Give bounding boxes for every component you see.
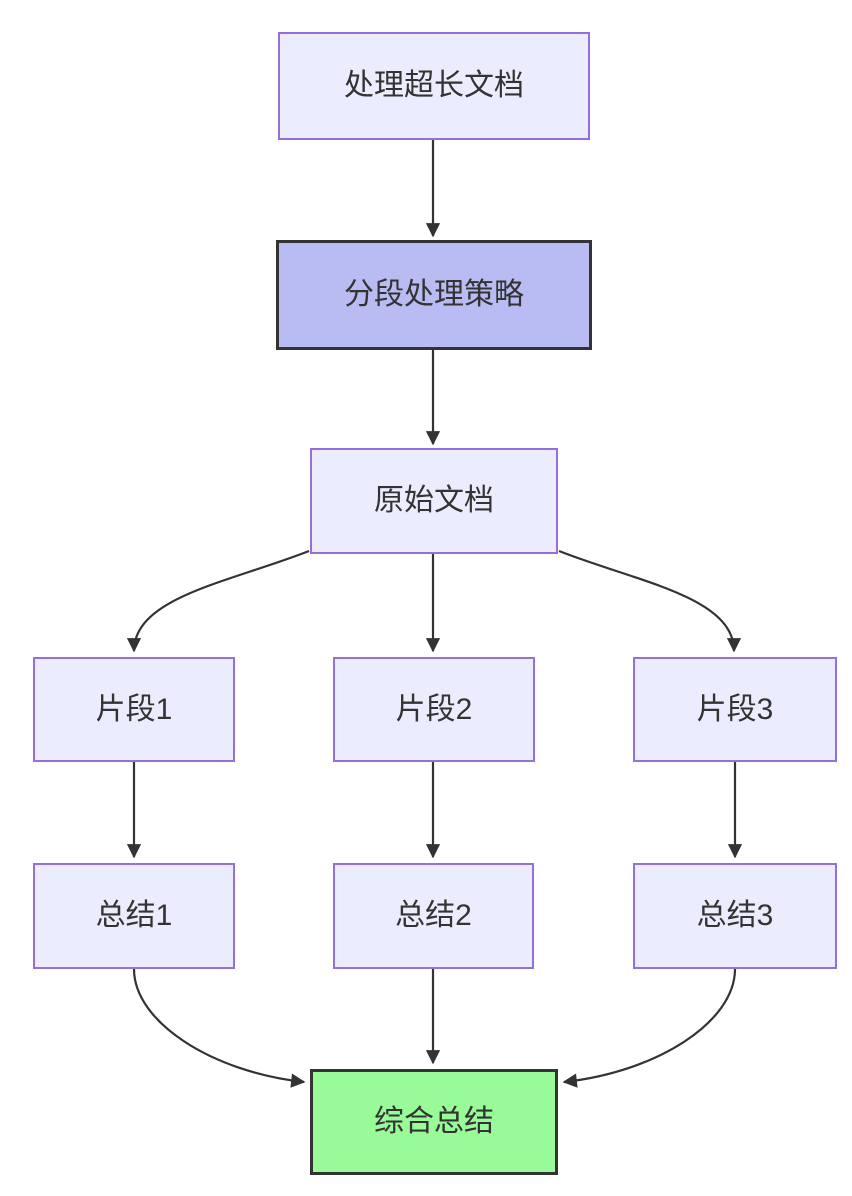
node-fragment-1: 片段1 <box>33 657 235 762</box>
node-summary-3-label: 总结3 <box>696 899 774 932</box>
node-summary-2-label: 总结2 <box>395 899 472 932</box>
node-fragment-3: 片段3 <box>633 657 837 762</box>
node-process-long-doc: 处理超长文档 <box>278 32 590 140</box>
node-summary-1: 总结1 <box>33 863 235 969</box>
node-original-doc: 原始文档 <box>310 448 558 554</box>
node-summary-3: 总结3 <box>633 863 837 969</box>
edge-s3-to-f <box>562 968 737 1088</box>
node-fragment-2-label: 片段2 <box>395 692 473 726</box>
node-final-summary: 综合总结 <box>310 1069 558 1175</box>
node-fragment-1-label: 片段1 <box>95 692 173 726</box>
node-segmentation-strategy: 分段处理策略 <box>276 240 592 350</box>
node-fragment-2: 片段2 <box>333 657 535 762</box>
edge-c-to-d1 <box>126 549 310 653</box>
node-summary-2: 总结2 <box>333 863 534 969</box>
edge-c-to-d3 <box>558 549 742 653</box>
edge-s1-to-f <box>132 968 306 1088</box>
node-final-summary-label: 综合总结 <box>374 1105 494 1138</box>
node-process-long-doc-label: 处理超长文档 <box>344 69 524 102</box>
node-fragment-3-label: 片段3 <box>696 692 774 726</box>
node-summary-1-label: 总结1 <box>95 899 173 932</box>
node-segmentation-strategy-label: 分段处理策略 <box>344 278 524 311</box>
node-original-doc-label: 原始文档 <box>374 484 494 517</box>
